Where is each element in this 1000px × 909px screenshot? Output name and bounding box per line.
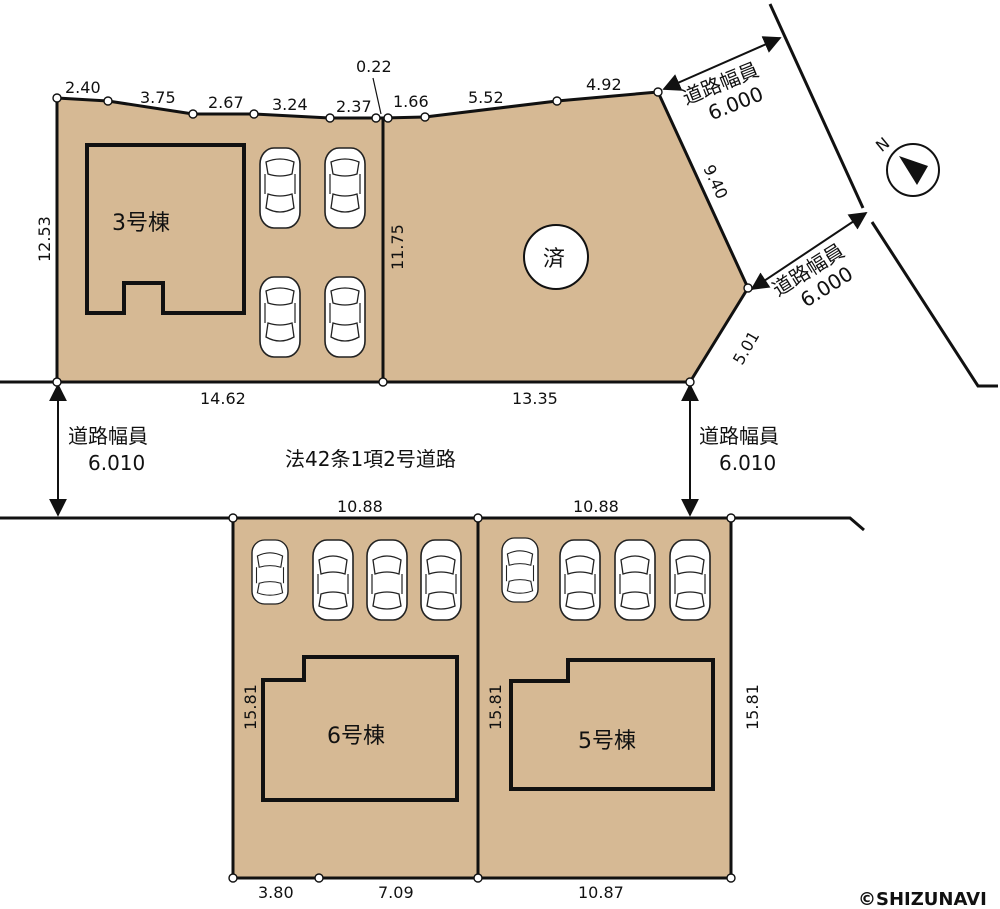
dim-top-4: 3.24 <box>272 95 308 114</box>
car-icon <box>669 539 711 621</box>
house-3-label: 3号棟 <box>112 211 170 236</box>
north-compass-icon: N <box>872 134 940 197</box>
car-icon <box>420 539 462 621</box>
dim-lot5-bottom: 10.87 <box>578 883 624 902</box>
road-width-label-right: 道路幅員 <box>699 424 779 448</box>
dim-lot5-top: 10.88 <box>573 497 619 516</box>
sold-mark-circle <box>523 224 589 290</box>
dim-lot6-left: 15.81 <box>241 684 260 730</box>
top-boundary-dimensions: 2.40 3.75 2.67 3.24 2.37 0.22 1.66 5.52 … <box>65 57 622 116</box>
car-icon <box>324 147 366 229</box>
copyright: ©SHIZUNAVI <box>858 889 987 909</box>
dim-lot6-top: 10.88 <box>337 497 383 516</box>
dim-lot5-left: 15.81 <box>486 684 505 730</box>
dim-top-1: 2.40 <box>65 78 101 97</box>
boundary-points <box>52 87 753 883</box>
house-6-label: 6号棟 <box>327 724 385 749</box>
dim-lot5-right: 15.81 <box>743 684 762 730</box>
dim-lot6-bottom-b: 7.09 <box>378 883 414 902</box>
dim-top-7: 1.66 <box>393 92 429 111</box>
car-icon <box>614 539 656 621</box>
house-5-outline <box>509 658 715 791</box>
car-icon <box>251 539 289 605</box>
car-icon <box>324 276 366 358</box>
house-3-outline <box>85 143 246 315</box>
main-road-label: 法42条1項2号道路 <box>285 447 456 471</box>
dim-sold-bottom: 13.35 <box>512 389 558 408</box>
dim-top-6: 0.22 <box>356 57 392 76</box>
dim-top-3: 2.67 <box>208 93 244 112</box>
dim-top-5: 2.37 <box>336 97 372 116</box>
car-icon <box>259 147 301 229</box>
car-icon <box>559 539 601 621</box>
dim-top-8: 5.52 <box>468 88 504 107</box>
road-width-value-right: 6.010 <box>719 451 776 475</box>
dim-sold-lower: 5.01 <box>729 328 763 368</box>
road-width-label-left: 道路幅員 <box>68 424 148 448</box>
dim-top-9: 4.92 <box>586 75 622 94</box>
house-5-label: 5号棟 <box>578 729 636 754</box>
car-icon <box>259 276 301 358</box>
sold-mark: 済 <box>543 247 565 272</box>
dim-lot3-right: 11.75 <box>388 224 407 270</box>
dim-lot6-bottom-a: 3.80 <box>258 883 294 902</box>
car-icon <box>501 537 539 603</box>
dim-lot3-left: 12.53 <box>35 216 54 262</box>
house-6-outline <box>261 655 459 802</box>
road-width-value-left: 6.010 <box>88 451 145 475</box>
dim-top-2: 3.75 <box>140 88 176 107</box>
car-icon <box>366 539 408 621</box>
dim-lot3-bottom: 14.62 <box>200 389 246 408</box>
compass-label: N <box>872 134 893 156</box>
car-icon <box>312 539 354 621</box>
